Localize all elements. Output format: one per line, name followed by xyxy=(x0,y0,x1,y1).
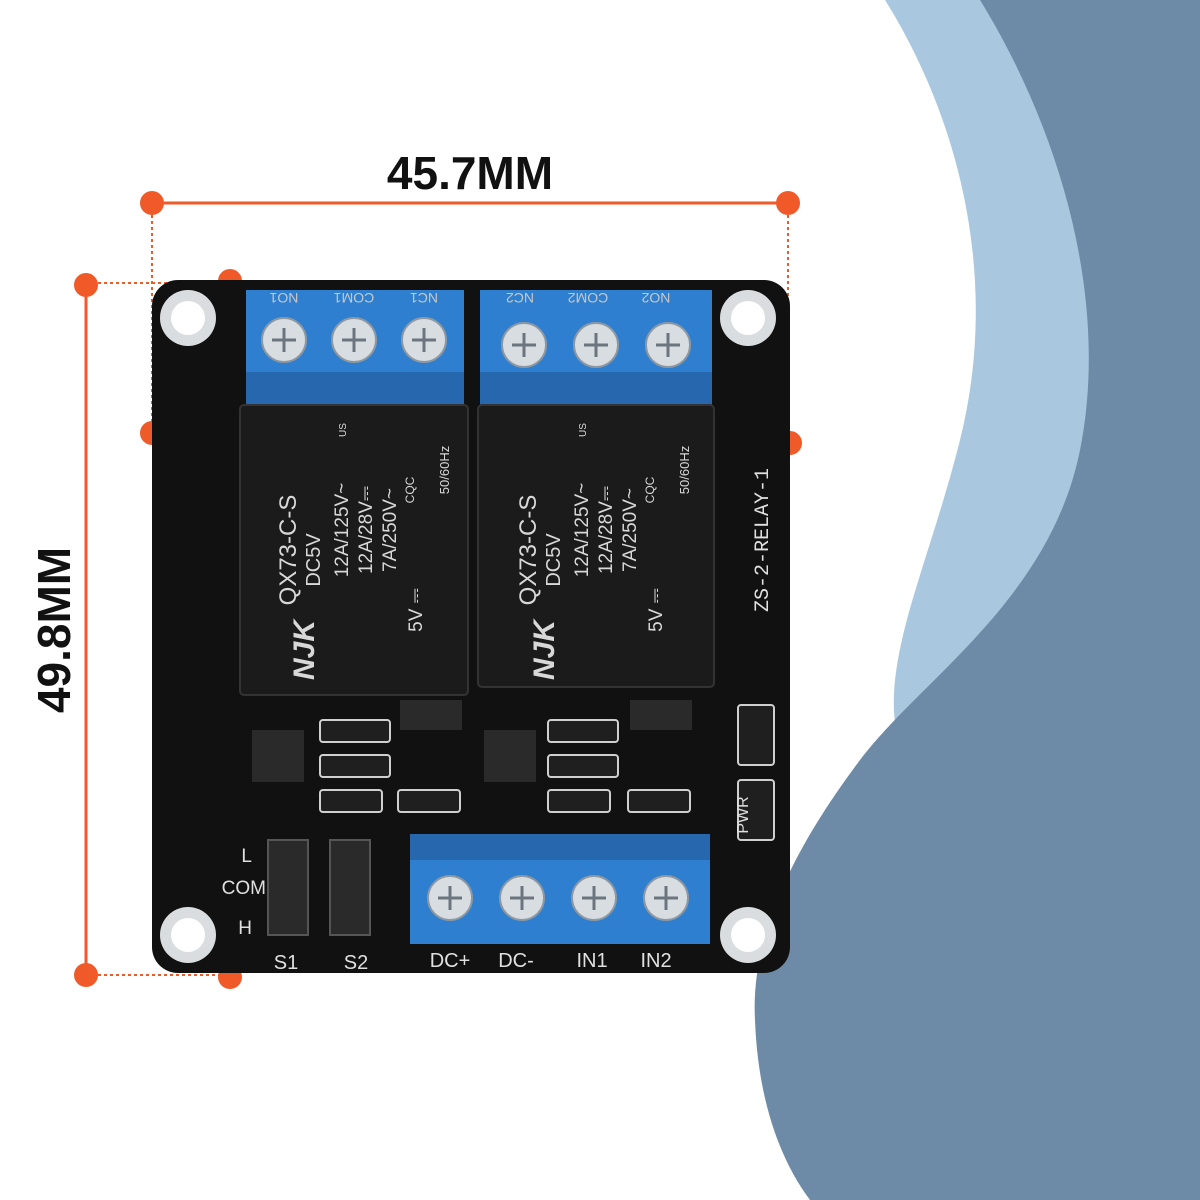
relay-2 xyxy=(477,404,715,688)
relay-cert-us: US xyxy=(338,423,349,437)
smd-components xyxy=(319,704,775,841)
relay-coil-voltage: 5V ⎓ xyxy=(646,588,667,632)
terminal-label-nc1: NC1 xyxy=(410,290,438,306)
level-label-l: L xyxy=(241,846,252,867)
relay-brand-logo: NJK xyxy=(288,618,321,680)
width-dimension-label: 45.7MM xyxy=(386,147,554,199)
relay-brand-logo: NJK xyxy=(528,618,561,680)
relay-rating-1: 12A/125V~ xyxy=(332,483,353,578)
terminal-label-no1: NO1 xyxy=(269,290,298,306)
transistor xyxy=(252,700,692,782)
terminal-label-nc2: NC2 xyxy=(506,290,534,306)
board-model-text: ZS-2-RELAY-1 xyxy=(752,468,775,612)
screw xyxy=(427,875,689,921)
relay-cert: CQC xyxy=(643,476,657,503)
terminal-label-dc-minus: DC- xyxy=(498,950,534,972)
relay-board: QX73-C-S DC5V 12A/125V~ 12A/28V⎓ 7A/250V… xyxy=(152,280,790,974)
dimension-dot xyxy=(140,191,164,215)
relay-1 xyxy=(239,404,469,696)
jumper-label-s1: S1 xyxy=(274,952,298,974)
relay-cert: CQC xyxy=(403,476,417,503)
relay-frequency: 50/60Hz xyxy=(437,446,452,494)
dimension-dot xyxy=(776,191,800,215)
relay-rating-3: 7A/250V~ xyxy=(380,488,401,572)
level-label-com: COM xyxy=(222,878,266,899)
relay-rating-2: 12A/28V⎓ xyxy=(596,486,617,574)
relay-coil-text: DC5V xyxy=(303,533,325,587)
relay-model-text: QX73-C-S xyxy=(275,495,302,606)
terminal-label-com2: COM2 xyxy=(568,290,609,306)
relay-coil-voltage: 5V ⎓ xyxy=(406,588,427,632)
jumper-block xyxy=(267,839,371,936)
height-dimension-label: 49.8MM xyxy=(28,546,80,714)
terminal-label-dc-plus: DC+ xyxy=(430,950,471,972)
terminal-label-in1: IN1 xyxy=(576,950,607,972)
terminal-label-no2: NO2 xyxy=(641,290,670,306)
relay-rating-2: 12A/28V⎓ xyxy=(356,486,377,574)
relay-model-text: QX73-C-S xyxy=(515,495,542,606)
relay-rating-1: 12A/125V~ xyxy=(572,483,593,578)
relay-cert-us: US xyxy=(578,423,589,437)
dimension-dot xyxy=(74,273,98,297)
level-label-h: H xyxy=(238,918,252,939)
jumper-label-s2: S2 xyxy=(344,952,368,974)
terminal-label-com1: COM1 xyxy=(334,290,375,306)
relay-rating-3: 7A/250V~ xyxy=(620,488,641,572)
relay-coil-text: DC5V xyxy=(543,533,565,587)
background-wave-dark xyxy=(754,0,1200,1200)
terminal-label-in2: IN2 xyxy=(640,950,671,972)
dimension-dot xyxy=(74,963,98,987)
relay-frequency: 50/60Hz xyxy=(677,446,692,494)
pwr-label: PWR xyxy=(735,796,752,833)
